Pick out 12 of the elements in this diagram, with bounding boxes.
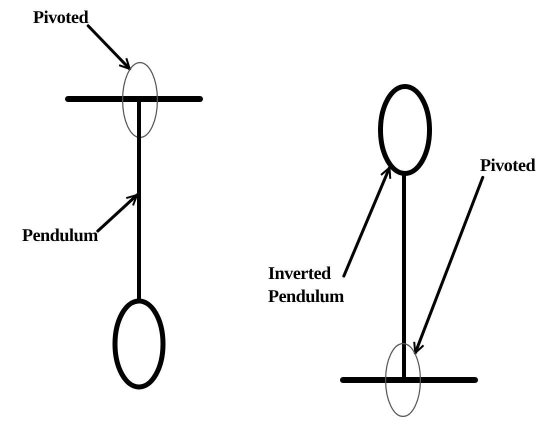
leader-arrow	[96, 194, 138, 233]
leader-arrow	[86, 24, 132, 70]
pivot-ring	[122, 62, 158, 138]
part-label: Pivoted	[33, 6, 88, 30]
pivot-ring	[385, 343, 421, 417]
pendulum-rod	[137, 99, 141, 299]
leader-arrow	[413, 176, 484, 354]
part-label: Pendulum	[22, 224, 98, 248]
part-label: Inverted Pendulum	[268, 262, 344, 309]
pendulum-bob	[378, 84, 432, 176]
part-label: Pivoted	[480, 154, 536, 178]
leader-arrow	[342, 166, 392, 278]
